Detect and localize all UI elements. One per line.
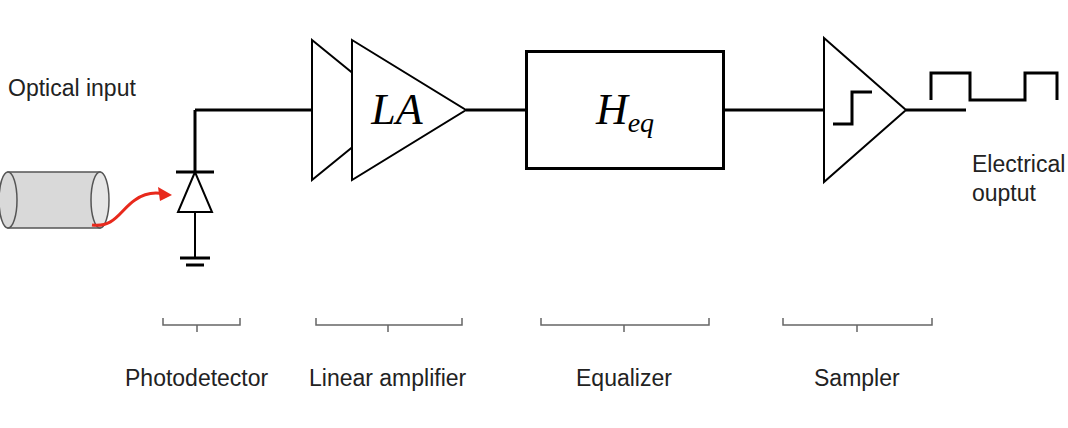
amplifier-triangle: LA	[310, 38, 468, 182]
symbol-text: H	[596, 88, 628, 132]
light-arrow	[92, 187, 172, 225]
stage-label: Linear amplifier	[309, 364, 466, 393]
stage-label: Equalizer	[576, 364, 672, 393]
symbol-text: LA	[371, 88, 422, 132]
photodiode-symbol	[176, 110, 312, 265]
stage-label: Sampler	[814, 364, 900, 393]
wire	[725, 109, 824, 112]
equalizer-box: Heq	[525, 50, 725, 170]
output-label: Electrical ouptut	[972, 150, 1066, 208]
square-wave	[931, 73, 1057, 100]
input-label: Optical input	[8, 74, 138, 103]
output-wire	[906, 109, 966, 112]
stage-label: Photodetector	[125, 364, 268, 393]
sampler-symbol	[824, 38, 906, 182]
connector	[466, 109, 525, 112]
subscript-text: eq	[628, 109, 654, 137]
optical-fiber	[0, 172, 109, 228]
bracket	[163, 318, 932, 332]
